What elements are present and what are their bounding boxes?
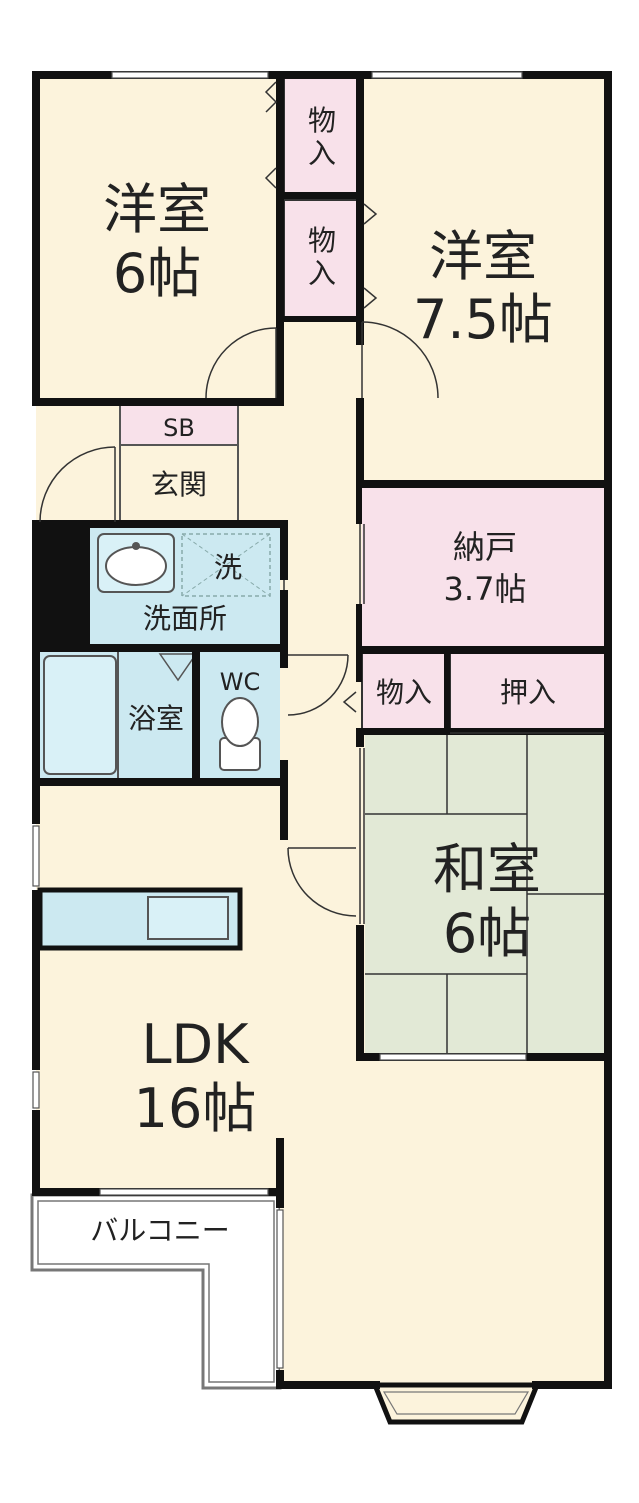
bay-window [371, 1382, 541, 1425]
bathtub [43, 655, 117, 775]
japanese-room-size: 6帖 [443, 902, 531, 965]
entrance-label: 玄関 [151, 468, 207, 501]
toilet-bowl [221, 697, 259, 747]
pipe-space [32, 522, 90, 644]
closet-1-label-bottom: 入 [308, 137, 336, 170]
kitchen-sink [147, 896, 229, 940]
ldk-size: 16帖 [134, 1077, 257, 1140]
western-b-size: 7.5帖 [413, 288, 553, 351]
storeroom-name: 納戸 [453, 528, 517, 566]
storeroom-size: 3.7帖 [444, 570, 527, 608]
ldk-name: LDK [141, 1013, 250, 1076]
storeroom-area [362, 488, 608, 646]
closet-3-label: 物入 [376, 676, 432, 709]
bath-label: 浴室 [128, 702, 184, 735]
balcony-label: バルコニー [90, 1214, 229, 1247]
oshiire-label: 押入 [500, 676, 556, 709]
closet-1-area [283, 77, 361, 197]
closet-2-label-top: 物 [308, 224, 336, 257]
western-a-name: 洋室 [103, 178, 211, 241]
japanese-room-name: 和室 [433, 838, 541, 901]
washer-label: 洗 [214, 551, 242, 584]
western-a-size: 6帖 [113, 242, 201, 305]
shoe-box-label: SB [163, 414, 195, 442]
entrance-area [119, 444, 239, 524]
closet-1-label-top: 物 [308, 104, 336, 137]
closet-2-label-bottom: 入 [308, 257, 336, 290]
western-b-name: 洋室 [429, 225, 537, 288]
washroom-label: 洗面所 [143, 602, 227, 635]
toilet-label: WC [220, 668, 261, 696]
washer-area [181, 533, 271, 597]
